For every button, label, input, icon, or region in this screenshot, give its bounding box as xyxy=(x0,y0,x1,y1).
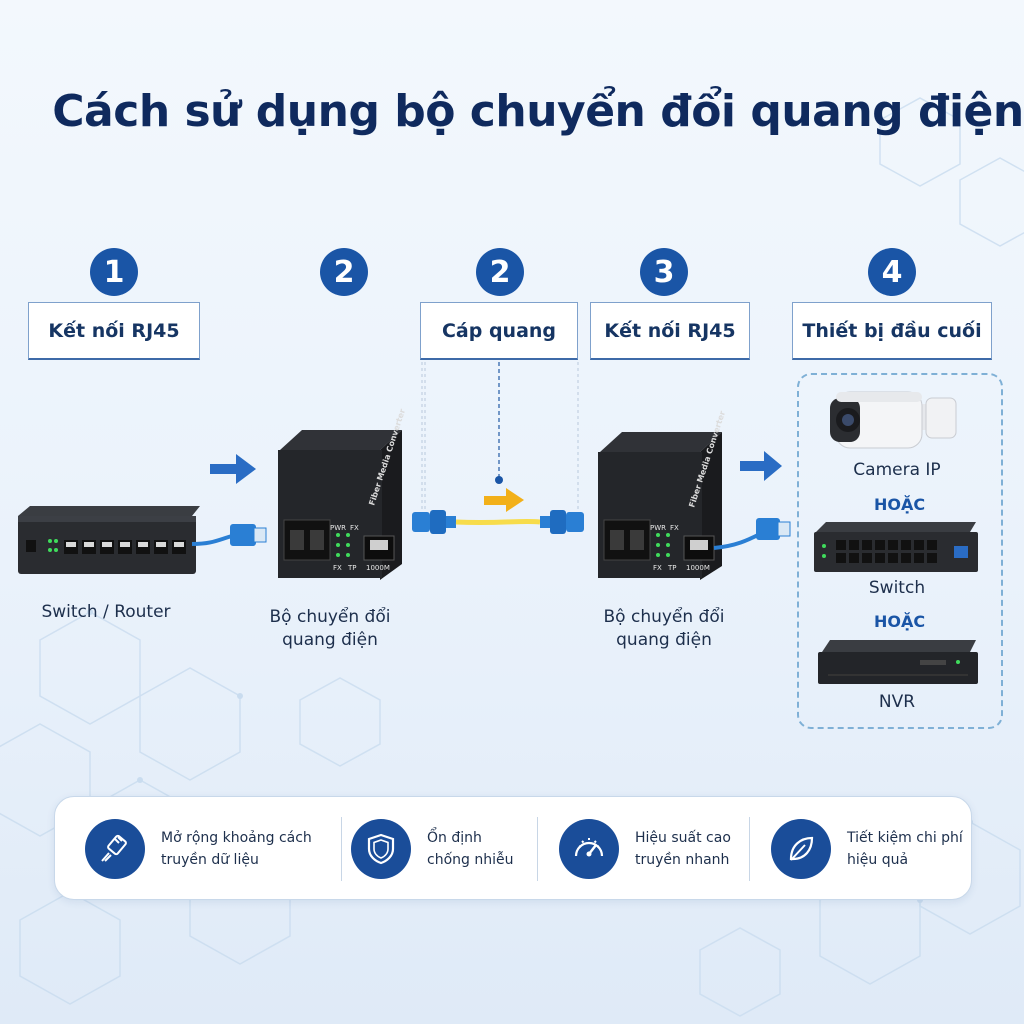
network-switch-icon xyxy=(814,522,978,572)
converter-right-led-fx: FX xyxy=(670,524,679,532)
step-number-2a: 2 xyxy=(320,248,368,296)
rj45-plug-icon xyxy=(230,524,256,546)
feature-stability-line1: Ổn định xyxy=(427,830,482,846)
step-label-rj45-left: Kết nối RJ45 xyxy=(28,302,200,360)
caption-converter-right-line2: quang điện xyxy=(616,630,712,650)
caption-switch: Switch xyxy=(868,578,926,598)
converter-left-led-tp: TP xyxy=(347,564,357,572)
page-title: Cách sử dụng bộ chuyển đổi quang điện xyxy=(52,86,1024,137)
feature-separator-1 xyxy=(341,817,342,881)
converter-right-led-tp: TP xyxy=(667,564,677,572)
feature-bar: Mở rộng khoảng cách truyền dữ liệu Ổn đị… xyxy=(54,796,972,900)
rj45-plug-icon-right xyxy=(756,518,780,540)
converter-left-led-pwr: PWR xyxy=(330,524,346,532)
fiber-cable xyxy=(455,518,541,526)
media-converter-left xyxy=(278,430,402,580)
feature-performance-line2: truyền nhanh xyxy=(635,852,730,868)
step-label-rj45-right: Kết nối RJ45 xyxy=(590,302,750,360)
arrow-right-yellow-icon xyxy=(484,488,524,512)
ip-camera-icon xyxy=(830,391,957,449)
converter-left-speed: 1000M xyxy=(366,564,390,572)
converter-left-led-fx2: FX xyxy=(333,564,342,572)
speedometer-icon xyxy=(559,819,619,879)
step-number-1: 1 xyxy=(90,248,138,296)
arrow-right-icon-1 xyxy=(210,454,256,484)
converter-right-led-fx2: FX xyxy=(653,564,662,572)
fiber-pointer-dot xyxy=(495,476,503,484)
feature-distance: Mở rộng khoảng cách truyền dữ liệu xyxy=(85,797,312,901)
step-number-3: 3 xyxy=(640,248,688,296)
converter-right-speed: 1000M xyxy=(686,564,710,572)
step-label-end-device: Thiết bị đầu cuối xyxy=(792,302,992,360)
converter-right-led-pwr: PWR xyxy=(650,524,666,532)
feature-distance-line2: truyền dữ liệu xyxy=(161,852,259,868)
cable-icon xyxy=(85,819,145,879)
feature-savings-line2: hiệu quả xyxy=(847,852,909,868)
caption-nvr: NVR xyxy=(878,692,916,712)
feature-savings-line1: Tiết kiệm chi phí xyxy=(847,830,963,846)
feature-performance-line1: Hiệu suất cao xyxy=(635,830,731,846)
leaf-icon xyxy=(771,819,831,879)
step-label-fiber: Cáp quang xyxy=(420,302,578,360)
or-label-2: HOẶC xyxy=(874,612,926,631)
or-label-1: HOẶC xyxy=(874,495,926,514)
arrow-right-icon-2 xyxy=(740,451,782,481)
feature-savings: Tiết kiệm chi phí hiệu quả xyxy=(771,797,963,901)
caption-switch-router: Switch / Router xyxy=(41,602,171,622)
caption-converter-right-line1: Bộ chuyển đổi xyxy=(603,607,725,627)
caption-camera-ip: Camera IP xyxy=(853,460,941,480)
feature-stability-line2: chống nhiễu xyxy=(427,852,514,868)
sc-connector-icon-left xyxy=(412,512,430,532)
caption-converter-left-line1: Bộ chuyển đổi xyxy=(269,607,391,627)
converter-left-led-fx: FX xyxy=(350,524,359,532)
step-number-2b: 2 xyxy=(476,248,524,296)
feature-separator-2 xyxy=(537,817,538,881)
step-number-4: 4 xyxy=(868,248,916,296)
media-converter-right xyxy=(598,432,722,580)
switch-router-device xyxy=(18,506,200,574)
feature-distance-line1: Mở rộng khoảng cách xyxy=(161,830,312,846)
feature-performance: Hiệu suất cao truyền nhanh xyxy=(559,797,731,901)
sc-connector-icon-right xyxy=(550,510,566,534)
feature-stability: Ổn định chống nhiễu xyxy=(351,797,513,901)
shield-icon xyxy=(351,819,411,879)
nvr-recorder-icon xyxy=(818,640,978,684)
end-device-frame xyxy=(797,373,1003,729)
feature-separator-3 xyxy=(749,817,750,881)
caption-converter-left-line2: quang điện xyxy=(282,630,378,650)
